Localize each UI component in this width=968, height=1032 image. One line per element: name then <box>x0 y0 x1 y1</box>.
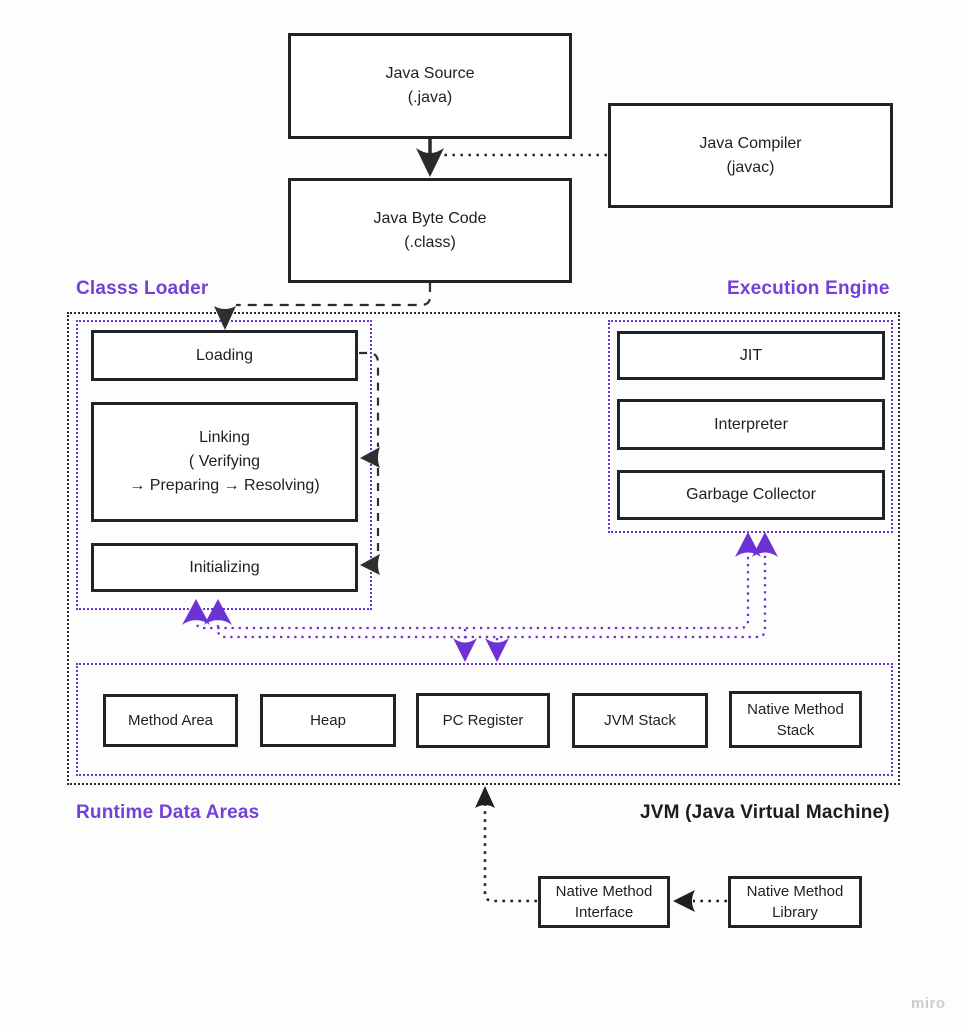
node-label: Library <box>772 904 818 921</box>
arrow-up-icon <box>182 599 210 625</box>
arrow-up-icon <box>475 786 495 808</box>
node-label: Initializing <box>189 558 260 576</box>
class-loader-label[interactable]: Classs Loader <box>76 278 209 299</box>
arrow-down-icon <box>453 638 477 662</box>
arrow-left-icon <box>673 890 695 912</box>
execution-engine-label[interactable]: Execution Engine <box>727 278 890 299</box>
miro-watermark: miro <box>911 995 946 1012</box>
node-label: → Preparing → Resolving) <box>129 477 320 494</box>
node-label: Native Method <box>747 700 844 718</box>
arrow-down-icon <box>214 306 236 330</box>
node-label: Linking <box>199 429 250 446</box>
node-label: Heap <box>310 712 346 729</box>
node-pc-register[interactable]: PC Register <box>416 693 550 748</box>
connector-source-to-bytecode <box>416 139 444 177</box>
node-java-compiler[interactable]: Java Compiler (javac) <box>608 103 893 208</box>
arrow-down-icon <box>416 148 444 177</box>
runtime-data-areas-label[interactable]: Runtime Data Areas <box>76 802 260 823</box>
connector-bytecode-to-loading <box>214 283 432 330</box>
node-java-source[interactable]: Java Source (.java) <box>288 33 572 139</box>
node-label: Stack <box>776 721 815 739</box>
node-jit[interactable]: JIT <box>617 331 885 380</box>
node-java-byte-code[interactable]: Java Byte Code (.class) <box>288 178 572 283</box>
node-label: JVM Stack <box>604 712 676 729</box>
node-label: Native Method <box>555 883 653 900</box>
node-interpreter[interactable]: Interpreter <box>617 399 885 450</box>
connector-purple-bus <box>194 549 767 646</box>
node-label: JIT <box>739 346 763 364</box>
node-label: PC Register <box>442 712 524 729</box>
node-native-method-interface[interactable]: Native Method Interface <box>538 876 670 928</box>
node-label: Native Method <box>746 883 844 900</box>
connector-library-to-interface <box>673 890 727 912</box>
node-label: Java Byte Code <box>373 209 487 227</box>
node-label: Loading <box>196 346 253 364</box>
jvm-boundary-box[interactable] <box>67 312 900 785</box>
node-loading[interactable]: Loading <box>91 330 358 381</box>
node-initializing[interactable]: Initializing <box>91 543 358 592</box>
jvm-label[interactable]: JVM (Java Virtual Machine) <box>640 802 890 823</box>
node-linking[interactable]: Linking ( Verifying → Preparing → Resolv… <box>91 402 358 522</box>
node-label: Interpreter <box>714 415 788 433</box>
node-label: (javac) <box>726 158 775 176</box>
node-label: Interface <box>574 904 634 921</box>
arrow-up-icon <box>752 532 778 557</box>
connector-purple-arrowheads <box>182 532 778 662</box>
node-label: Java Compiler <box>699 134 802 152</box>
runtime-data-areas-box[interactable] <box>76 663 893 776</box>
node-label: Java Source <box>385 65 475 82</box>
node-label: Garbage Collector <box>686 486 816 503</box>
node-garbage-collector[interactable]: Garbage Collector <box>617 470 885 520</box>
node-method-area[interactable]: Method Area <box>103 694 238 747</box>
execution-engine-area[interactable] <box>608 320 893 533</box>
arrow-left-icon <box>360 447 380 468</box>
node-native-method-library[interactable]: Native Method Library <box>728 876 862 928</box>
connector-classloader-steps <box>359 351 380 575</box>
arrow-left-icon <box>360 554 380 575</box>
node-label: ( Verifying <box>188 453 261 470</box>
node-label: Method Area <box>127 712 214 729</box>
arrow-down-icon <box>485 638 509 662</box>
arrow-up-icon <box>735 532 761 557</box>
node-label: (.class) <box>404 233 456 251</box>
node-heap[interactable]: Heap <box>260 694 396 747</box>
connector-nmi-to-jvm <box>475 786 537 903</box>
arrow-up-icon <box>204 599 232 625</box>
node-label: (.java) <box>407 89 453 106</box>
node-native-method-stack[interactable]: Native Method Stack <box>729 691 862 748</box>
node-jvm-stack[interactable]: JVM Stack <box>572 693 708 748</box>
